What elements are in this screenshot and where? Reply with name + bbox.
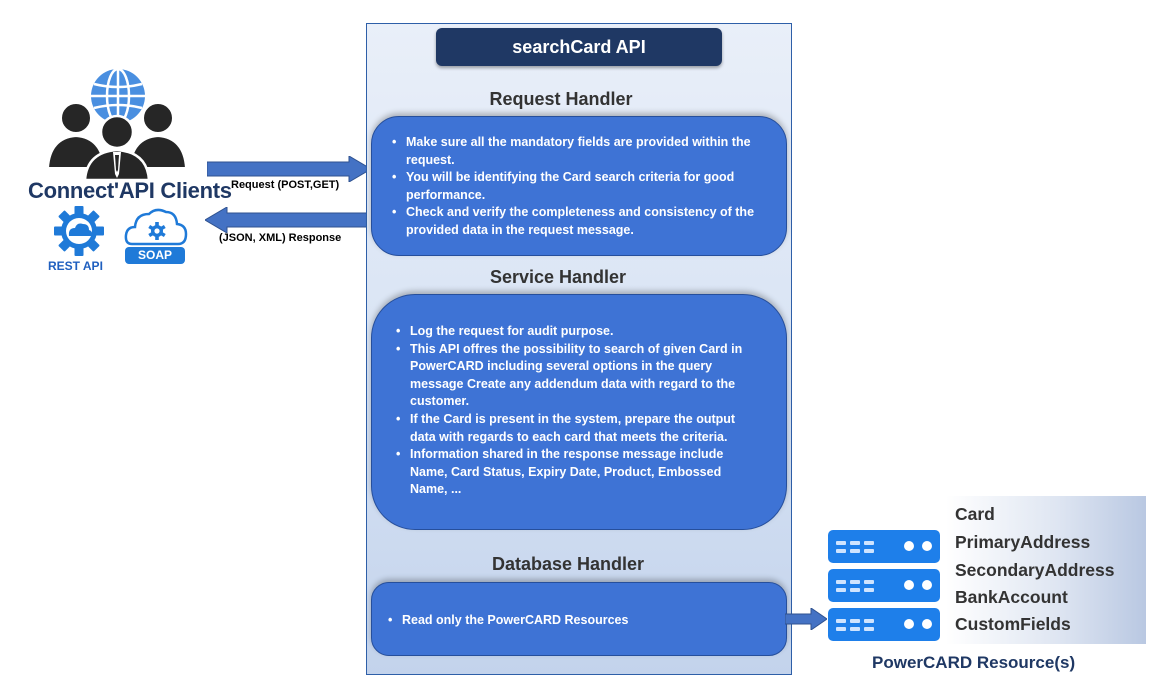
rest-api-label: REST API	[48, 259, 103, 273]
list-item: Check and verify the completeness and co…	[386, 204, 762, 239]
resource-item-card: Card	[955, 504, 995, 524]
arrow-left-icon	[205, 207, 373, 233]
resources-caption: PowerCARD Resource(s)	[872, 653, 1076, 672]
database-handler-title: Database Handler	[491, 554, 645, 574]
list-item: Information shared in the response messa…	[390, 446, 752, 499]
server-unit	[828, 608, 940, 641]
request-handler-list: Make sure all the mandatory fields are p…	[386, 134, 762, 240]
list-item: Make sure all the mandatory fields are p…	[386, 134, 762, 169]
clients-title: Connect'API Clients	[28, 178, 232, 203]
service-handler-list: Log the request for audit purpose. This …	[390, 323, 752, 499]
database-handler-box: Read only the PowerCARD Resources	[371, 582, 787, 656]
service-handler-box: Log the request for audit purpose. This …	[371, 294, 787, 530]
server-unit	[828, 530, 940, 563]
database-handler-list: Read only the PowerCARD Resources	[382, 612, 766, 630]
server-unit	[828, 569, 940, 602]
request-handler-box: Make sure all the mandatory fields are p…	[371, 116, 787, 256]
resource-item-secondary-address: SecondaryAddress	[955, 560, 1115, 580]
list-item: Read only the PowerCARD Resources	[382, 612, 766, 630]
list-item: You will be identifying the Card search …	[386, 169, 762, 204]
gear-cloud-icon	[54, 206, 104, 256]
list-item: Log the request for audit purpose.	[390, 323, 752, 341]
resource-item-custom-fields: CustomFields	[955, 614, 1071, 634]
list-item: This API offres the possibility to searc…	[390, 341, 752, 411]
request-handler-title: Request Handler	[489, 89, 633, 109]
users-globe-icon	[46, 67, 188, 182]
arrow-right-icon	[785, 608, 827, 630]
list-item: If the Card is present in the system, pr…	[390, 411, 752, 446]
server-stack-icon	[828, 530, 940, 642]
clients-group	[40, 62, 190, 182]
service-handler-title: Service Handler	[489, 267, 627, 287]
cloud-gear-icon	[124, 208, 188, 246]
soap-badge: SOAP	[125, 247, 185, 264]
response-label: (JSON, XML) Response	[219, 232, 342, 244]
api-title: searchCard API	[436, 28, 722, 66]
resource-item-primary-address: PrimaryAddress	[955, 532, 1091, 552]
arrow-right-icon	[207, 156, 371, 182]
resource-item-bank-account: BankAccount	[955, 587, 1068, 607]
request-label: Request (POST,GET)	[231, 179, 340, 191]
resources-panel	[946, 496, 1146, 644]
